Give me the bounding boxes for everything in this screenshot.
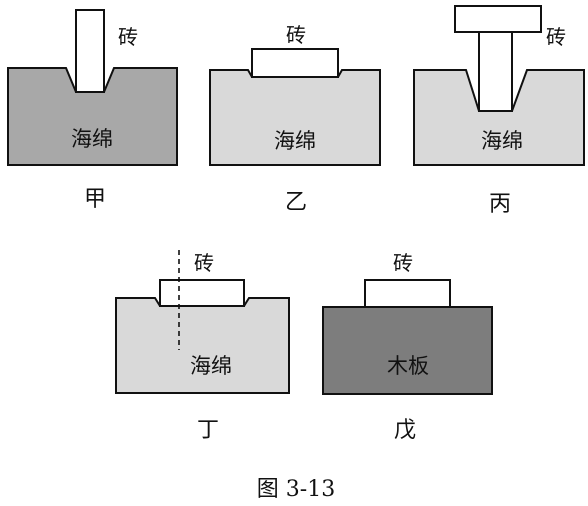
material-label: 海绵 [481,129,523,153]
sponge-block [413,69,585,166]
panel-bing: 砖 海绵 丙 [413,5,585,217]
brick-label: 砖 [286,23,306,47]
panel-ding: 砖 海绵 丁 [115,250,290,443]
material-label: 海绵 [190,354,232,378]
brick-label: 砖 [546,25,566,49]
panel-caption: 乙 [285,190,307,215]
panel-caption: 丙 [489,192,511,217]
figure-caption: 图 3-13 [257,477,335,502]
wooden-board [322,306,493,395]
panel-yi: 砖 海绵 乙 [209,23,381,215]
brick-top [454,5,542,33]
material-label: 海绵 [274,129,316,153]
brick [159,279,245,307]
brick [75,9,105,93]
panel-jia: 砖 海绵 甲 [7,9,178,212]
panel-caption: 戊 [394,418,416,443]
brick [364,279,451,308]
brick-label: 砖 [393,251,413,275]
brick-stem [478,31,513,112]
panel-caption: 甲 [84,187,106,212]
brick-label: 砖 [118,25,138,49]
sponge-block [115,297,290,394]
brick-label: 砖 [194,251,214,275]
panel-wu: 砖 木板 戊 [322,251,493,443]
sponge-block [209,69,381,166]
material-label: 木板 [387,354,429,378]
panel-caption: 丁 [197,418,219,443]
sponge-block [7,67,178,166]
material-label: 海绵 [71,127,113,151]
brick [251,48,339,78]
